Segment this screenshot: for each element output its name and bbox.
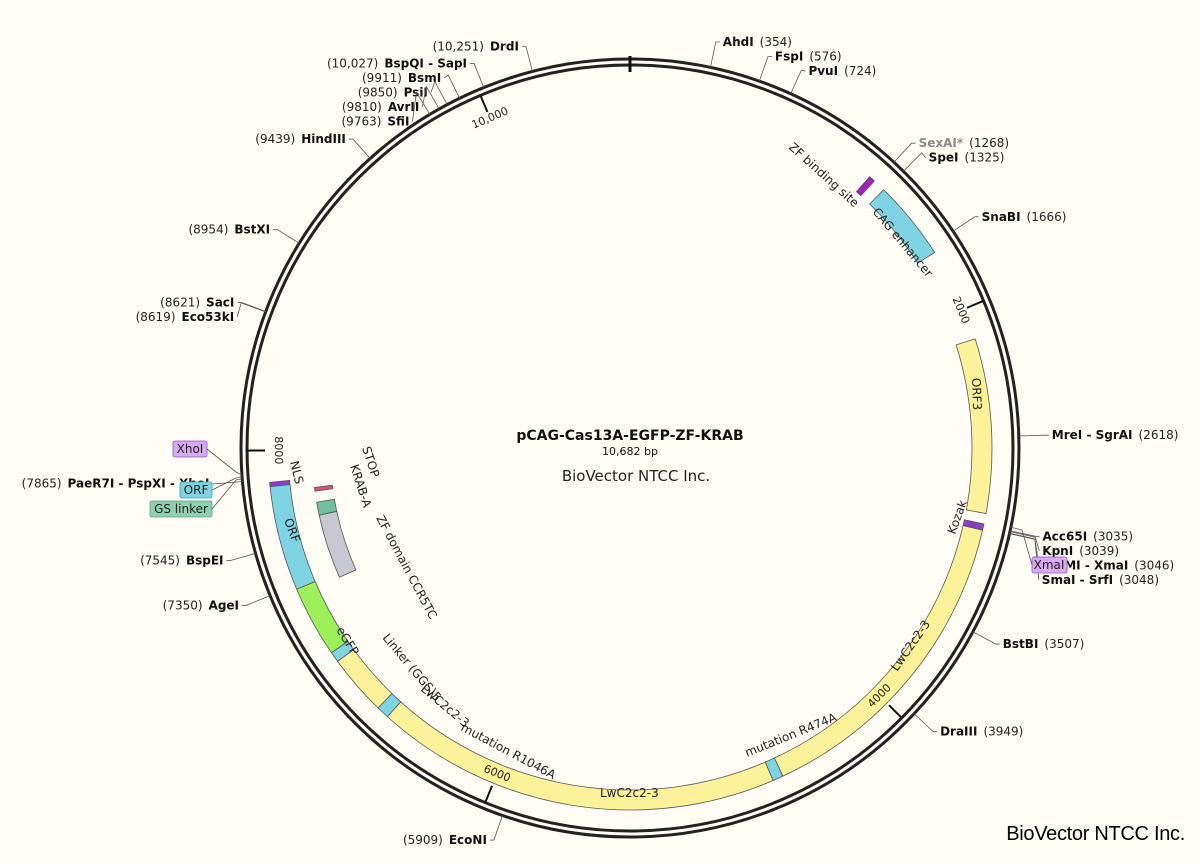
site-label-agei: (7350)AgeI [163, 598, 239, 612]
site-leader-sexai [893, 142, 916, 163]
site-label-bstbi: BstBI(3507) [1003, 637, 1085, 651]
site-label-ahdi: AhdI(354) [723, 35, 792, 49]
site-label-spei: SpeI(1325) [929, 151, 1005, 165]
label-zf-domain: ZF domain CCR5TC [373, 513, 440, 621]
site-label-fspi: FspI(576) [775, 50, 842, 64]
site-leader-pvui [790, 69, 806, 94]
watermark: BioVector NTCC Inc. [1006, 823, 1185, 845]
tick-label-8000: 8000 [272, 436, 285, 464]
feature-stop-15 [314, 484, 334, 492]
site-leader-sfii [412, 90, 431, 122]
site-leader-spei [903, 152, 926, 172]
site-leader-tspmi-xmai [1009, 532, 1040, 566]
sites-layer: AhdI(354) (10,251)DrdI FspI(576) (10,027)Bs… [22, 35, 1179, 847]
feature-cag-enhancer-1 [869, 189, 936, 264]
tick-mark-4000 [888, 704, 903, 719]
plasmid-length: 10,682 bp [602, 445, 658, 458]
plasmid-name: pCAG-Cas13A-EGFP-ZF-KRAB [516, 428, 743, 444]
site-label-hindiii: (9439)HindIII [255, 132, 346, 146]
site-label-kpni: KpnI(3039) [1042, 544, 1119, 558]
feature-lwc2c2-3-6 [386, 701, 774, 811]
tick-mark-2000 [966, 299, 984, 309]
site-leader-bsmi [443, 74, 460, 99]
tick-mark-10000 [479, 95, 489, 113]
label-nls: NLS [287, 459, 306, 485]
site-label-pvui: PvuI(724) [808, 64, 876, 78]
site-label-acc65i: Acc65I(3035) [1042, 529, 1133, 543]
site-leader-avrii [421, 85, 440, 110]
site-leader-saci [237, 301, 266, 312]
site-label-eco53ki: (8619)Eco53kI [136, 310, 235, 324]
site-leader-bspqi-sapi [470, 63, 485, 88]
site-leader-bspei [226, 553, 256, 561]
features-layer [269, 176, 993, 811]
feature-nls-12 [269, 480, 291, 488]
site-label-draiii: DraIII(3949) [940, 724, 1023, 738]
site-label-bstxi: (8954)BstXI [188, 223, 270, 237]
site-leader-bstxi [273, 229, 300, 244]
site-leader-eco53ki [236, 302, 266, 317]
site-leader-drdi [521, 45, 533, 72]
feature-orf3-2 [955, 338, 993, 515]
site-leader-fspi [758, 56, 772, 82]
site-label-econi: (5909)EcoNI [403, 833, 487, 847]
label-orf3: ORF3 [969, 378, 984, 411]
site-leader-draiii [913, 713, 938, 732]
site-leader-ahdi [710, 41, 720, 68]
site-label-drdi: (10,251)DrdI [433, 39, 519, 53]
site-label-bspei: (7545)BspEI [140, 553, 223, 567]
tick-mark-6000 [484, 785, 493, 803]
site-label-mrei-sgrai: MreI - SgrAI(2618) [1052, 428, 1179, 442]
site-label-snabi: SnaBI(1666) [982, 210, 1067, 224]
svg-text:XhoI: XhoI [177, 442, 204, 456]
site-label-smai-srfi: SmaI - SrfI(3048) [1042, 573, 1159, 587]
site-label-bspqi-sapi: (10,027)BspQI - SapI [327, 56, 467, 70]
site-label-sexai: SexAI*(1268) [919, 136, 1009, 150]
feature-lwc2c2-3-8 [336, 649, 393, 709]
company-name: BioVector NTCC Inc. [562, 467, 710, 485]
tick-label-2000: 2000 [950, 295, 973, 326]
site-label-psii: (9850)PsiI [358, 85, 428, 99]
site-leader-econi [489, 815, 503, 841]
site-label-paer7i-pspxi-xhoi: (7865)PaeR7I - PspXI - XhoI [22, 477, 210, 491]
site-label-sfii: (9763)SfiI [342, 114, 410, 128]
site-leader-kpni [1009, 531, 1040, 551]
tick-label-10000: 10,000 [470, 104, 511, 131]
feature-zf-domain-ccr5tc-13 [318, 510, 357, 578]
feature-krab-a-14 [316, 498, 338, 516]
svg-text:XmaI: XmaI [1034, 558, 1065, 572]
site-leader-agei [242, 595, 271, 606]
site-label-avrii: (9810)AvrII [342, 100, 419, 114]
feature-zf-binding-site-0 [855, 176, 875, 197]
site-leader-acc65i [1010, 530, 1040, 537]
badge-orf: ORF [179, 481, 213, 499]
svg-text:ORF: ORF [184, 483, 209, 497]
site-leader-snabi [952, 216, 979, 232]
svg-text:GS linker: GS linker [154, 502, 208, 516]
label-zf-binding-site: ZF binding site [786, 140, 862, 210]
badge-xhoi: XhoI [172, 440, 208, 458]
label-lwc2c2-3-b: LwC2c2-3 [600, 786, 659, 800]
badge-leaders [206, 448, 1033, 566]
site-leader-psii [430, 80, 448, 105]
site-leader-bstbi [972, 631, 1000, 645]
site-label-bsmi: (9911)BsmI [362, 71, 441, 85]
badge-gs-linker: GS linker [149, 500, 213, 518]
site-label-saci: (8621)SacI [160, 295, 234, 309]
badge-xmai: XmaI [1031, 556, 1068, 574]
site-leader-mrei-sgrai [1018, 434, 1049, 437]
site-leader-hindiii [348, 138, 371, 159]
